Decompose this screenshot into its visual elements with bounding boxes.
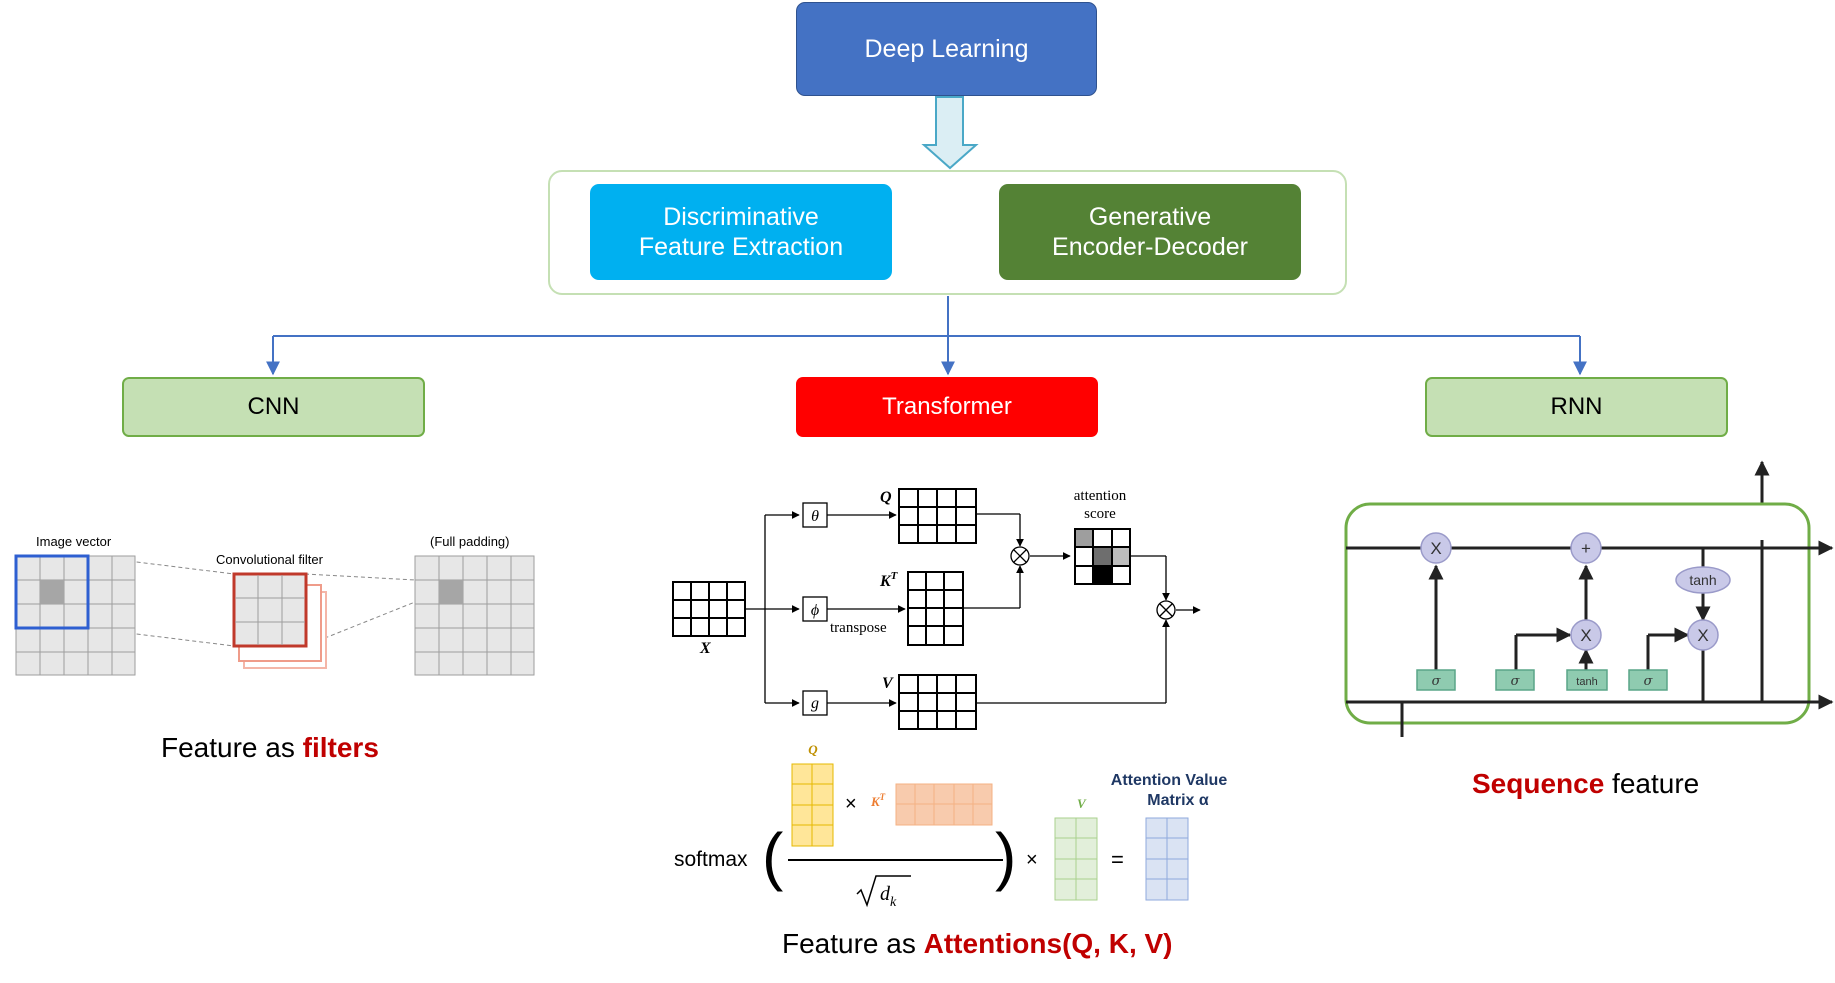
discriminative-label-2: Feature Extraction [638, 233, 844, 261]
full-padding-label: (Full padding) [430, 534, 510, 549]
multiply-node-2 [1156, 600, 1176, 620]
kt-label: KT [879, 570, 899, 590]
kt-small-label: KT [870, 792, 886, 809]
q-label: Q [880, 489, 892, 506]
rnn-figure: σ σ σ tanh X + X X tanh [1344, 460, 1834, 737]
input-multiply-op: X [1580, 626, 1591, 645]
svg-text:(: ( [762, 820, 783, 892]
attention-score-label-2: score [1084, 506, 1116, 522]
sigma-gate-3: σ [1644, 674, 1654, 689]
generative-box: Generative Encoder-Decoder [999, 184, 1301, 280]
equals-sign: = [1111, 847, 1124, 872]
v-matrix [898, 674, 977, 730]
conv-filter-box [232, 572, 308, 648]
rnn-caption-highlight: Sequence [1472, 768, 1605, 799]
generative-label-2: Encoder-Decoder [1052, 233, 1248, 261]
cnn-caption: Feature as filters [161, 732, 379, 764]
transformer-caption-highlight: Attentions(Q, K, V) [923, 928, 1173, 959]
softmax-formula: softmax ( ) Q × KT dk × V [674, 742, 1227, 910]
branch-connectors [266, 296, 1587, 376]
deep-learning-box: Deep Learning [796, 2, 1097, 96]
cnn-caption-highlight: filters [302, 732, 379, 763]
attention-score-matrix [1074, 528, 1131, 585]
tanh-gate: tanh [1576, 676, 1597, 688]
discriminative-label-1: Discriminative [663, 203, 819, 231]
kt-small-matrix [895, 783, 993, 826]
image-vector-window [14, 554, 90, 630]
rnn-label: RNN [1550, 393, 1603, 420]
cnn-label: CNN [247, 393, 300, 420]
dk-label: dk [880, 883, 897, 910]
softmax-label: softmax [674, 848, 748, 871]
deep-learning-label: Deep Learning [864, 34, 1029, 63]
sigma-gate-1: σ [1432, 674, 1442, 689]
transformer-label: Transformer [882, 393, 1012, 420]
lstm-cell [1344, 502, 1811, 725]
theta-label: θ [811, 508, 819, 525]
cnn-box: CNN [122, 377, 425, 437]
times-sign-1: × [845, 793, 857, 815]
x-matrix [672, 581, 746, 637]
down-block-arrow [921, 96, 979, 170]
forget-multiply-op: X [1430, 539, 1441, 558]
transpose-label: transpose [830, 620, 887, 636]
rnn-caption-suffix: feature [1604, 768, 1700, 799]
attention-value-label-1: Attention Value [1111, 772, 1228, 789]
transformer-caption-prefix: Feature as [782, 928, 924, 959]
tanh-op: tanh [1689, 572, 1716, 588]
discriminative-box: Discriminative Feature Extraction [590, 184, 892, 280]
output-multiply-op: X [1697, 626, 1708, 645]
v-small-matrix [1054, 817, 1098, 901]
attention-value-matrix [1145, 817, 1189, 901]
x-label: X [699, 640, 711, 657]
times-sign-2: × [1026, 849, 1038, 871]
v-label: V [882, 675, 894, 692]
q-matrix [898, 488, 977, 544]
transformer-caption: Feature as Attentions(Q, K, V) [782, 928, 1173, 960]
attention-score-label-1: attention [1074, 488, 1127, 504]
sigma-gate-2: σ [1511, 674, 1521, 689]
kt-matrix [907, 571, 964, 646]
conv-filter-label: Convolutional filter [216, 552, 324, 567]
rnn-caption: Sequence feature [1472, 768, 1699, 800]
phi-label: ϕ [811, 602, 819, 619]
q-small-matrix [791, 763, 834, 847]
attention-value-label-2: Matrix α [1147, 792, 1209, 809]
transformer-box: Transformer [796, 377, 1098, 437]
g-label: g [811, 695, 819, 712]
multiply-node-1 [1010, 546, 1030, 566]
v-small-label: V [1077, 796, 1087, 811]
rnn-box: RNN [1425, 377, 1728, 437]
generative-label-1: Generative [1088, 203, 1212, 231]
transformer-figure: X θ ϕ g transpose Q [672, 488, 1227, 910]
add-op: + [1581, 539, 1591, 558]
svg-text:): ) [995, 820, 1016, 892]
image-vector-label: Image vector [36, 534, 112, 549]
cnn-caption-prefix: Feature as [161, 732, 303, 763]
cnn-figure: Image vector Convolutional filter (Full … [14, 534, 535, 676]
q-small-label: Q [808, 742, 818, 757]
